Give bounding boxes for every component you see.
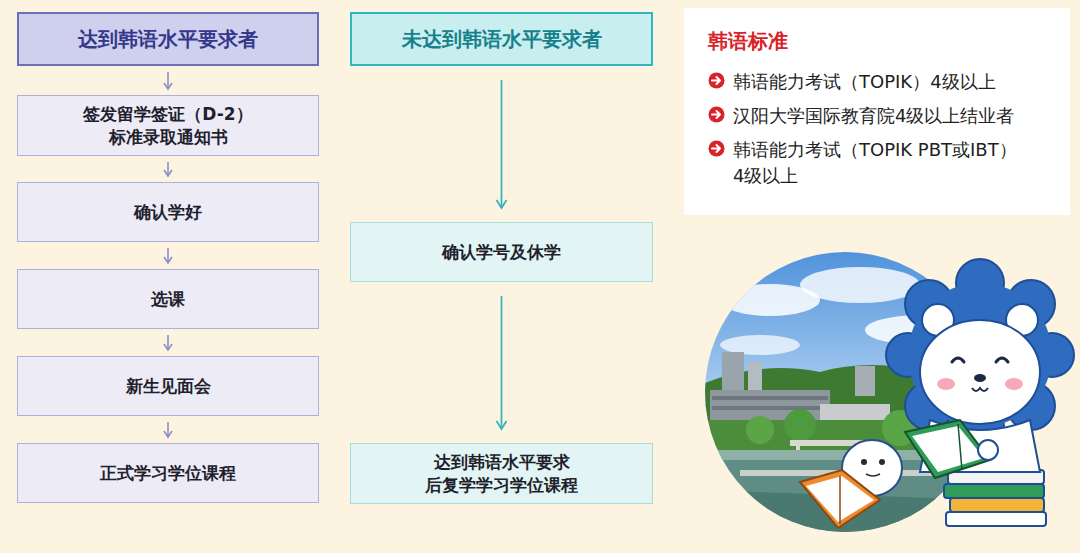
flow-arrow [167, 335, 169, 350]
bullet-icon [708, 72, 725, 89]
flow-arrow [167, 248, 169, 263]
process-box: 确认学好 [17, 182, 319, 242]
panel-heading: 韩语标准 [708, 28, 1052, 55]
criteria-row: 汉阳大学国际教育院4级以上结业者 [708, 103, 1052, 129]
column-heading: 达到韩语水平要求者 [78, 26, 258, 52]
process-box: 未达到韩语水平要求者 [350, 12, 653, 66]
process-box: 确认学号及休学 [350, 222, 653, 282]
step-label: 确认学号及休学 [442, 241, 561, 263]
bullet-icon [708, 106, 725, 123]
process-box: 达到韩语水平要求 后复学学习学位课程 [350, 443, 653, 504]
criteria-item: 韩语能力考试（TOPIK PBT或IBT） 4级以上 [733, 137, 1048, 189]
process-box: 新生见面会 [17, 356, 319, 416]
process-box: 选课 [17, 269, 319, 329]
flow-arrow [167, 72, 169, 89]
step-label: 新生见面会 [126, 375, 211, 397]
flow-arrow [501, 80, 503, 208]
step-label: 确认学好 [134, 201, 202, 223]
step-label: 达到韩语水平要求 后复学学习学位课程 [392, 451, 612, 495]
column-heading: 未达到韩语水平要求者 [402, 26, 602, 52]
lion-mascot [886, 259, 1074, 526]
flow-arrow [167, 422, 169, 437]
standard-panel: 韩语标准韩语能力考试（TOPIK）4级以上汉阳大学国际教育院4级以上结业者韩语能… [684, 8, 1070, 215]
process-box: 正式学习学位课程 [17, 443, 319, 503]
flow-arrow [167, 162, 169, 176]
step-label: 签发留学签证（D-2） 标准录取通知书 [53, 103, 283, 147]
criteria-row: 韩语能力考试（TOPIK）4级以上 [708, 69, 1052, 95]
criteria-row: 韩语能力考试（TOPIK PBT或IBT） 4级以上 [708, 137, 1052, 189]
flow-arrow [501, 296, 503, 429]
bird-mascot [800, 440, 902, 528]
step-label: 正式学习学位课程 [100, 462, 236, 484]
process-box: 达到韩语水平要求者 [17, 12, 319, 66]
bullet-icon [708, 140, 725, 157]
process-box: 签发留学签证（D-2） 标准录取通知书 [17, 95, 319, 156]
criteria-item: 韩语能力考试（TOPIK）4级以上 [733, 69, 1048, 95]
step-label: 选课 [151, 288, 185, 310]
criteria-item: 汉阳大学国际教育院4级以上结业者 [733, 103, 1048, 129]
